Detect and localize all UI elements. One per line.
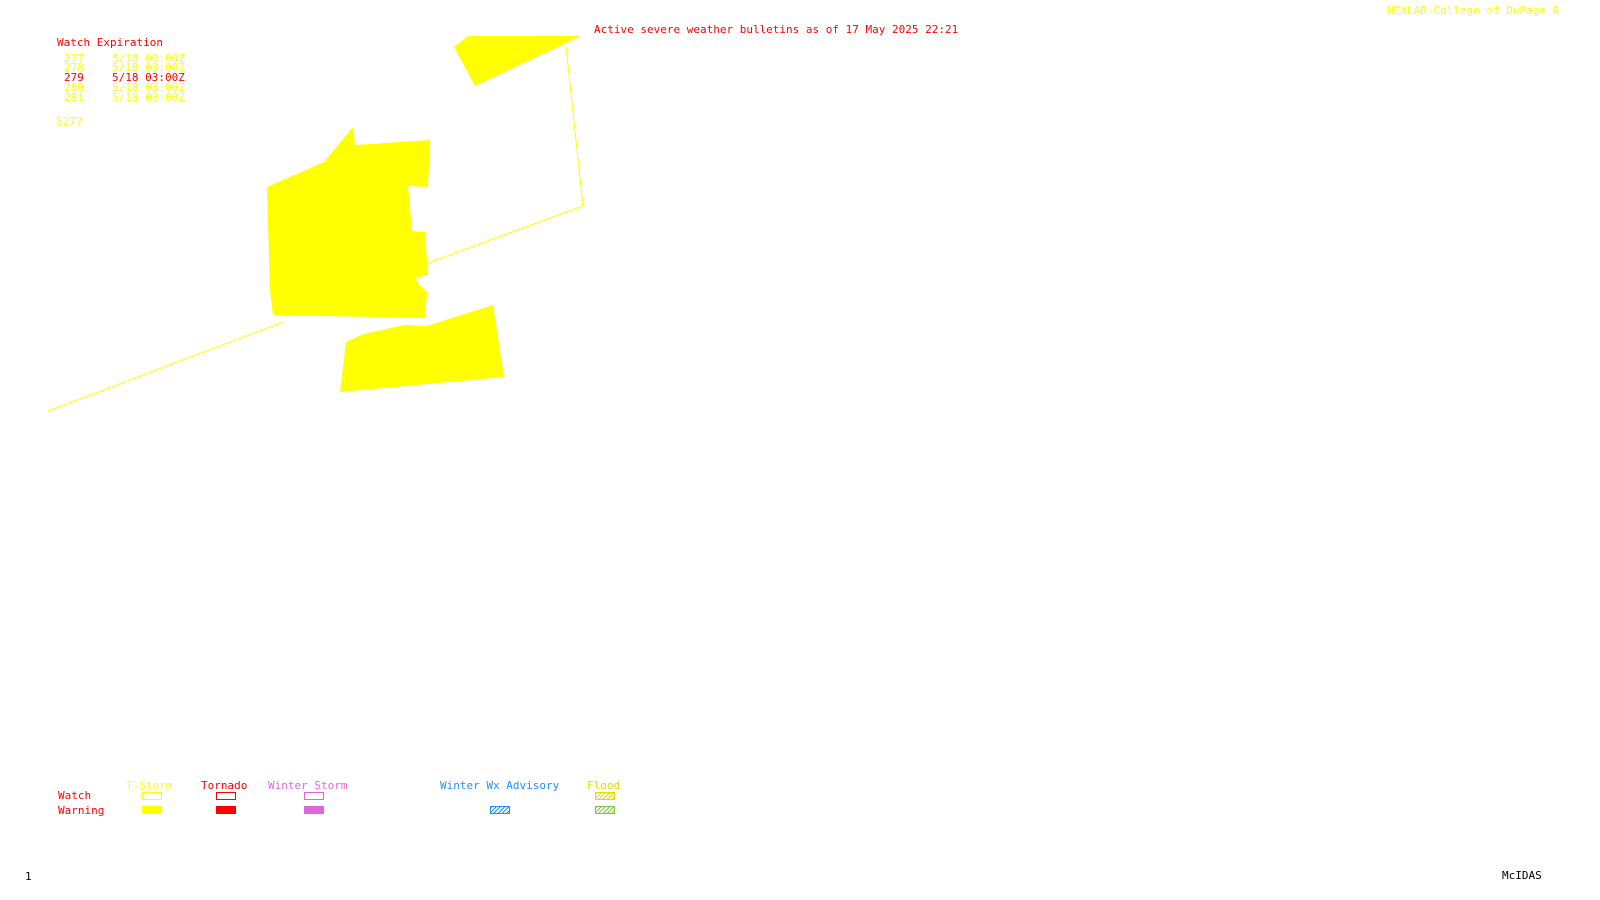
watch-expiry: 5/18 03:00Z [112,61,185,74]
legend-swatch-flood-warning [595,806,615,814]
legend-category-tornado: Tornado [201,779,248,792]
watch-id: 277 [64,52,84,65]
legend-swatch-tornado-watch [216,792,236,800]
watch-expiration-heading: Watch Expiration [57,36,163,49]
legend-row-watch: Watch [58,789,92,802]
legend-swatch-winter-storm-watch [304,792,324,800]
tstorm-warning-polygon [454,36,580,86]
legend-row-warning: Warning [58,804,105,817]
watch-id: 280 [64,81,84,94]
legend-swatch-tornado-warning [216,806,236,814]
frame-number: 1 [25,870,32,883]
legend-category-flood: Flood [587,779,621,792]
credit-label: NEXLAB-College of DuPage R [1387,4,1560,17]
legend-category-tstorm: T-Storm [126,779,173,792]
software-label: McIDAS [1502,869,1542,882]
legend-category-winter-wx-advisory: Winter Wx Advisory [440,779,560,792]
tstorm-warning-polygon [340,305,504,392]
legend-swatch-tstorm-watch [142,792,162,800]
tstorm-warning-polygon [267,127,430,318]
legend-swatch-tstorm-warning [142,806,162,814]
status-code: S277 [56,115,83,128]
watch-expiry: 5/18 03:00Z [112,71,185,84]
watch-expiry: 5/18 03:00Z [112,91,185,104]
watch-expiry: 5/18 00:00Z [112,52,185,65]
legend-swatch-winter-storm-warning [304,806,324,814]
watch-expiry: 5/18 03:00Z [112,81,185,94]
legend-swatch-winter-wx-advisory [490,806,510,814]
watch-id: 281 [64,91,84,104]
legend-category-winter-storm: Winter Storm [268,779,348,792]
map-title: Active severe weather bulletins as of 17… [594,23,959,36]
watch-id: 278 [64,61,84,74]
watch-id: 279 [64,71,84,84]
tstorm-watch-outline [427,45,584,264]
tstorm-watch-outline [47,321,284,412]
legend-swatch-flood-watch [595,792,615,800]
